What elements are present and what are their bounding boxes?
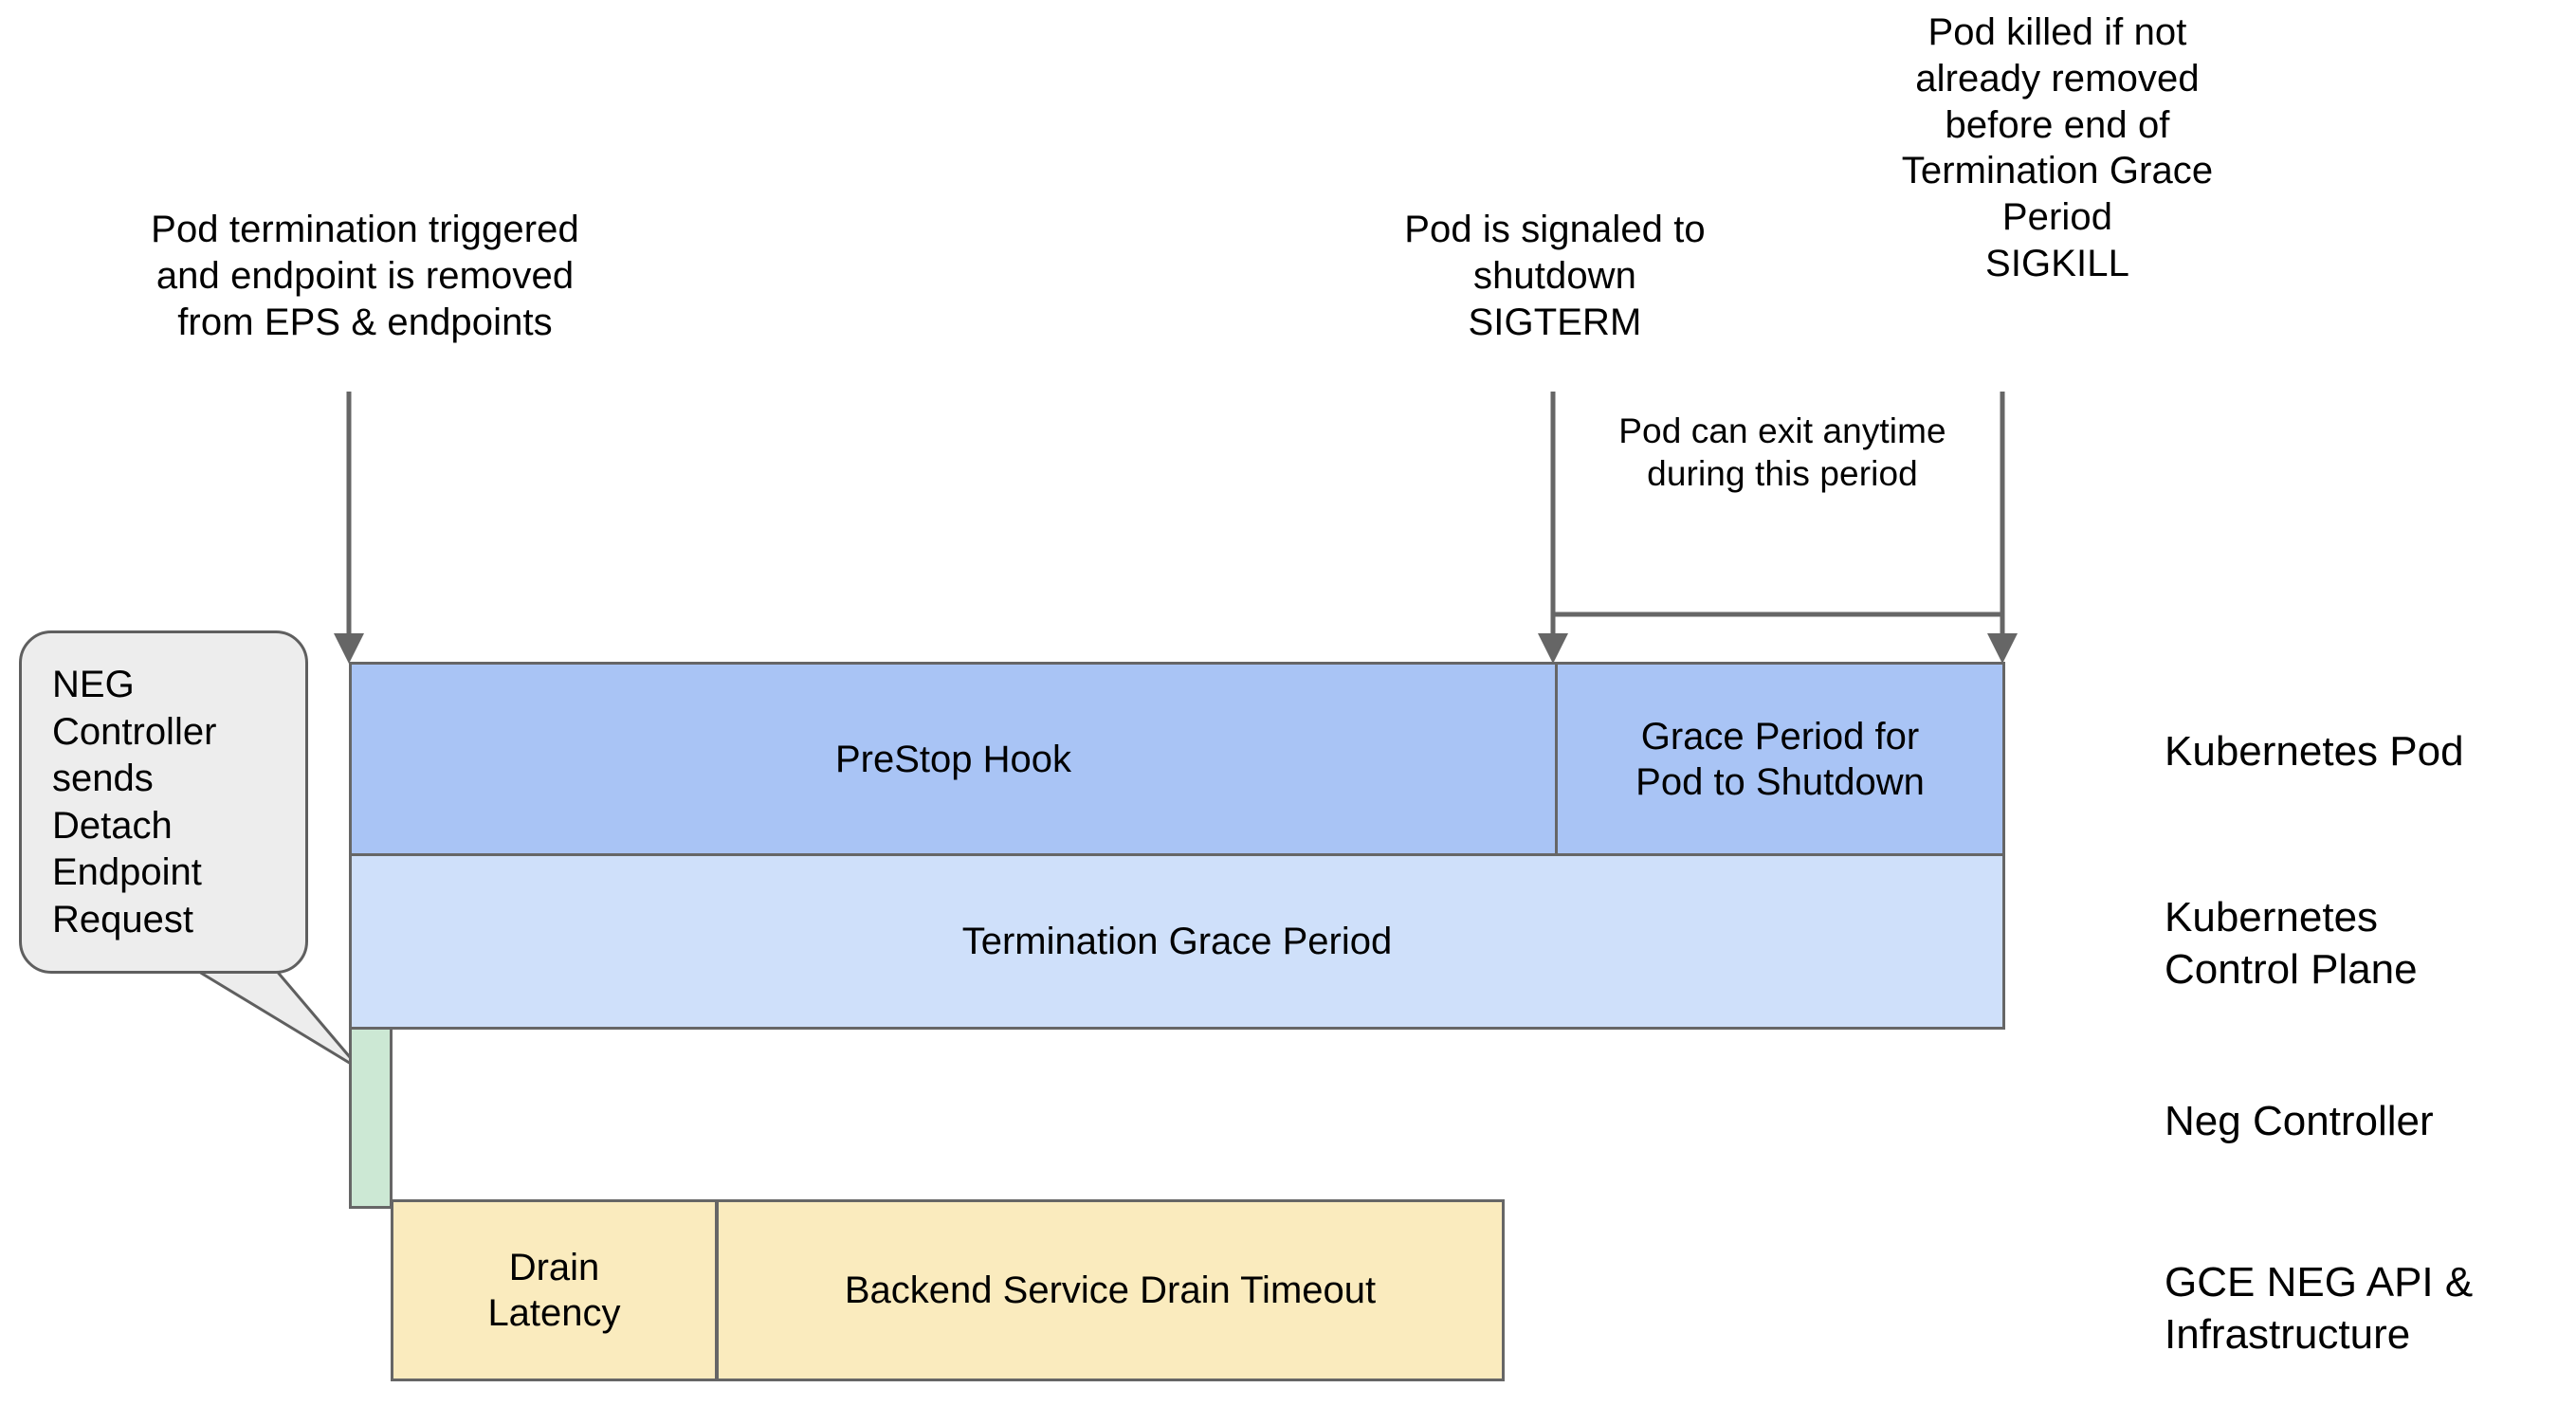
arrow-sigterm — [1538, 392, 1568, 664]
bar-neg-detach-request — [349, 1027, 393, 1209]
bar-prestop-hook: PreStop Hook — [349, 662, 1558, 856]
annotation-pod-termination-triggered: Pod termination triggered and endpoint i… — [151, 209, 579, 343]
callout-neg-controller-detach: NEG Controller sends Detach Endpoint Req… — [19, 630, 308, 974]
bar-backend-service-drain-timeout: Backend Service Drain Timeout — [716, 1199, 1505, 1381]
lane-label-kubernetes-control-plane: Kubernetes Control Plane — [2165, 894, 2418, 993]
bar-grace-period-for-pod-to-shutdown: Grace Period for Pod to Shutdown — [1555, 662, 2005, 856]
annotation-sigkill: Pod killed if not already removed before… — [1901, 11, 2214, 284]
lane-label-gce-neg-api-infrastructure: GCE NEG API & Infrastructure — [2165, 1259, 2474, 1358]
callout-tail — [192, 967, 362, 1071]
lane-label-neg-controller: Neg Controller — [2165, 1098, 2434, 1144]
annotation-sigterm: Pod is signaled to shutdown SIGTERM — [1404, 209, 1706, 343]
bar-drain-latency: Drain Latency — [391, 1199, 718, 1381]
lane-label-kubernetes-pod: Kubernetes Pod — [2165, 728, 2464, 775]
annotation-pod-exit-window: Pod can exit anytime during this period — [1618, 411, 1946, 494]
bar-termination-grace-period: Termination Grace Period — [349, 853, 2005, 1030]
arrow-pod-termination — [334, 392, 364, 664]
